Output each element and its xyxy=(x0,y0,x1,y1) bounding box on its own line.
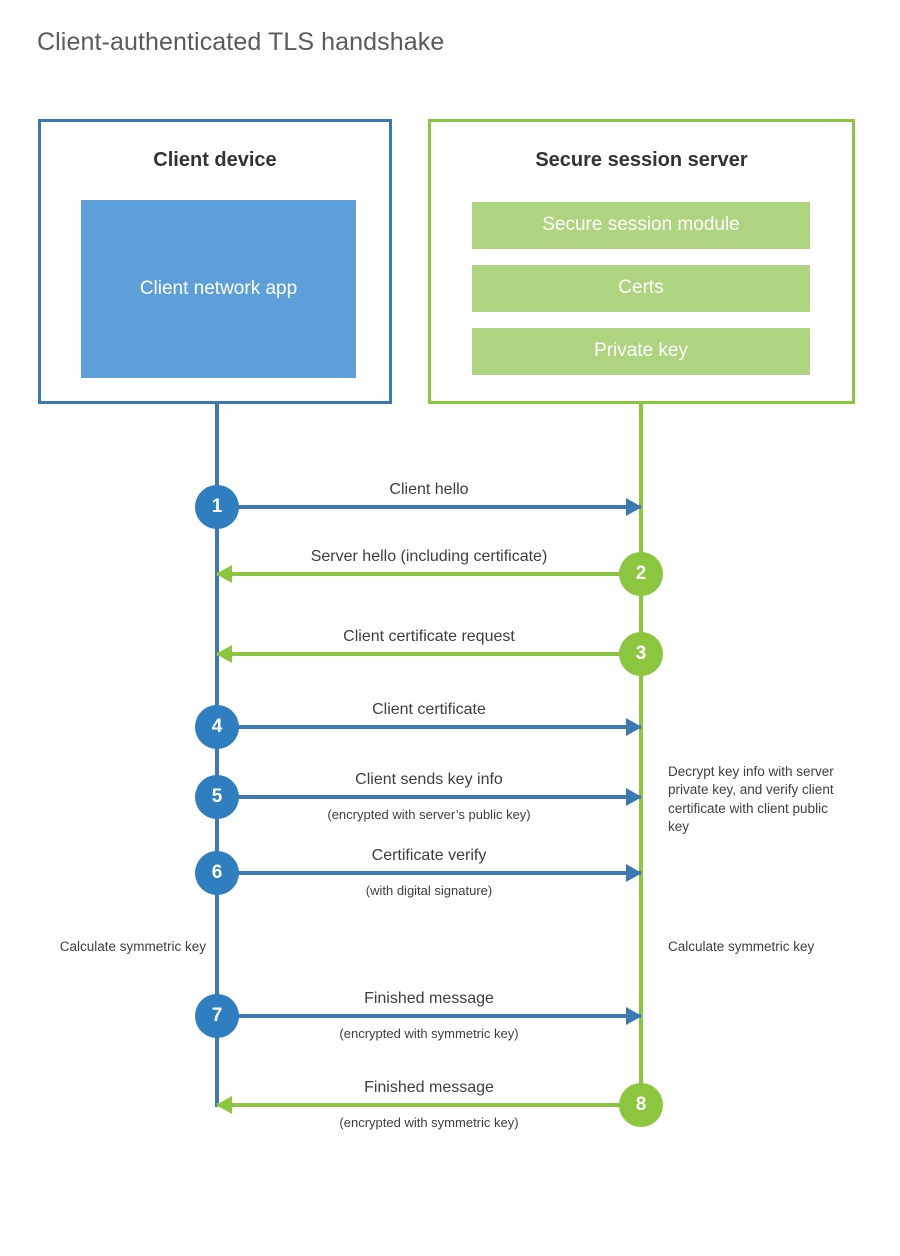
message-arrow-1: Client hello xyxy=(217,481,642,516)
arrow-shaft xyxy=(217,795,641,799)
message-label-1: Client hello xyxy=(389,481,469,498)
message-label-6: Certificate verify xyxy=(371,847,487,864)
step-circle-5[interactable]: 5 xyxy=(195,775,239,819)
message-arrow-2: Server hello (including certificate) xyxy=(216,548,641,583)
message-arrow-8: Finished message (encrypted with symmetr… xyxy=(216,1079,641,1130)
message-label-8: Finished message xyxy=(364,1079,494,1096)
arrow-shaft xyxy=(217,505,641,509)
arrow-head-left-icon xyxy=(216,565,232,583)
arrow-shaft xyxy=(217,1014,641,1018)
client-device-title: Client device xyxy=(153,149,277,171)
step-circle-7[interactable]: 7 xyxy=(195,994,239,1038)
step-circle-6[interactable]: 6 xyxy=(195,851,239,895)
message-arrow-4: Client certificate xyxy=(217,701,642,736)
message-arrow-3: Client certificate request xyxy=(216,628,641,663)
secure-session-server-box: Secure session server Secure session mod… xyxy=(428,119,855,404)
arrow-head-left-icon xyxy=(216,645,232,663)
message-sublabel-6: (with digital signature) xyxy=(365,883,493,898)
page-title: Client-authenticated TLS handshake xyxy=(37,28,445,56)
server-decrypt-annotation: Decrypt key info with server private key… xyxy=(668,764,834,835)
arrow-shaft xyxy=(217,871,641,875)
message-arrow-5: Client sends key info (encrypted with se… xyxy=(217,771,642,822)
arrow-shaft xyxy=(217,1103,641,1107)
arrow-head-left-icon xyxy=(216,1096,232,1114)
message-label-7: Finished message xyxy=(364,990,494,1007)
private-key-block: Private key xyxy=(472,328,810,375)
step-circle-2[interactable]: 2 xyxy=(619,552,663,596)
arrow-shaft xyxy=(217,652,641,656)
client-device-box: Client device Client network app xyxy=(38,119,392,404)
arrow-shaft xyxy=(217,572,641,576)
server-lifeline xyxy=(639,404,643,1106)
message-label-3: Client certificate request xyxy=(343,628,515,645)
step-circle-1[interactable]: 1 xyxy=(195,485,239,529)
step-circle-4[interactable]: 4 xyxy=(195,705,239,749)
arrow-head-right-icon xyxy=(626,498,642,516)
message-arrow-6: Certificate verify (with digital signatu… xyxy=(217,847,642,898)
arrow-head-right-icon xyxy=(626,718,642,736)
step-circle-8[interactable]: 8 xyxy=(619,1083,663,1127)
client-network-app-block: Client network app xyxy=(81,200,356,378)
message-arrow-7: Finished message (encrypted with symmetr… xyxy=(217,990,642,1041)
step-circle-3[interactable]: 3 xyxy=(619,632,663,676)
arrow-head-right-icon xyxy=(626,1007,642,1025)
message-label-5: Client sends key info xyxy=(355,771,503,788)
arrow-head-right-icon xyxy=(626,788,642,806)
message-sublabel-7: (encrypted with symmetric key) xyxy=(339,1026,519,1041)
client-lifeline xyxy=(215,404,219,1107)
message-sublabel-8: (encrypted with symmetric key) xyxy=(339,1115,519,1130)
server-calculate-symmetric-key-annotation: Calculate symmetric key xyxy=(668,939,815,954)
secure-session-module-block: Secure session module xyxy=(472,202,810,249)
arrow-shaft xyxy=(217,725,641,729)
secure-session-server-title: Secure session server xyxy=(535,149,748,171)
message-sublabel-5: (encrypted with server’s public key) xyxy=(327,807,531,822)
certs-block: Certs xyxy=(472,265,810,312)
client-calculate-symmetric-key-annotation: Calculate symmetric key xyxy=(59,939,206,954)
message-label-2: Server hello (including certificate) xyxy=(310,548,548,565)
arrow-head-right-icon xyxy=(626,864,642,882)
message-label-4: Client certificate xyxy=(372,701,486,718)
